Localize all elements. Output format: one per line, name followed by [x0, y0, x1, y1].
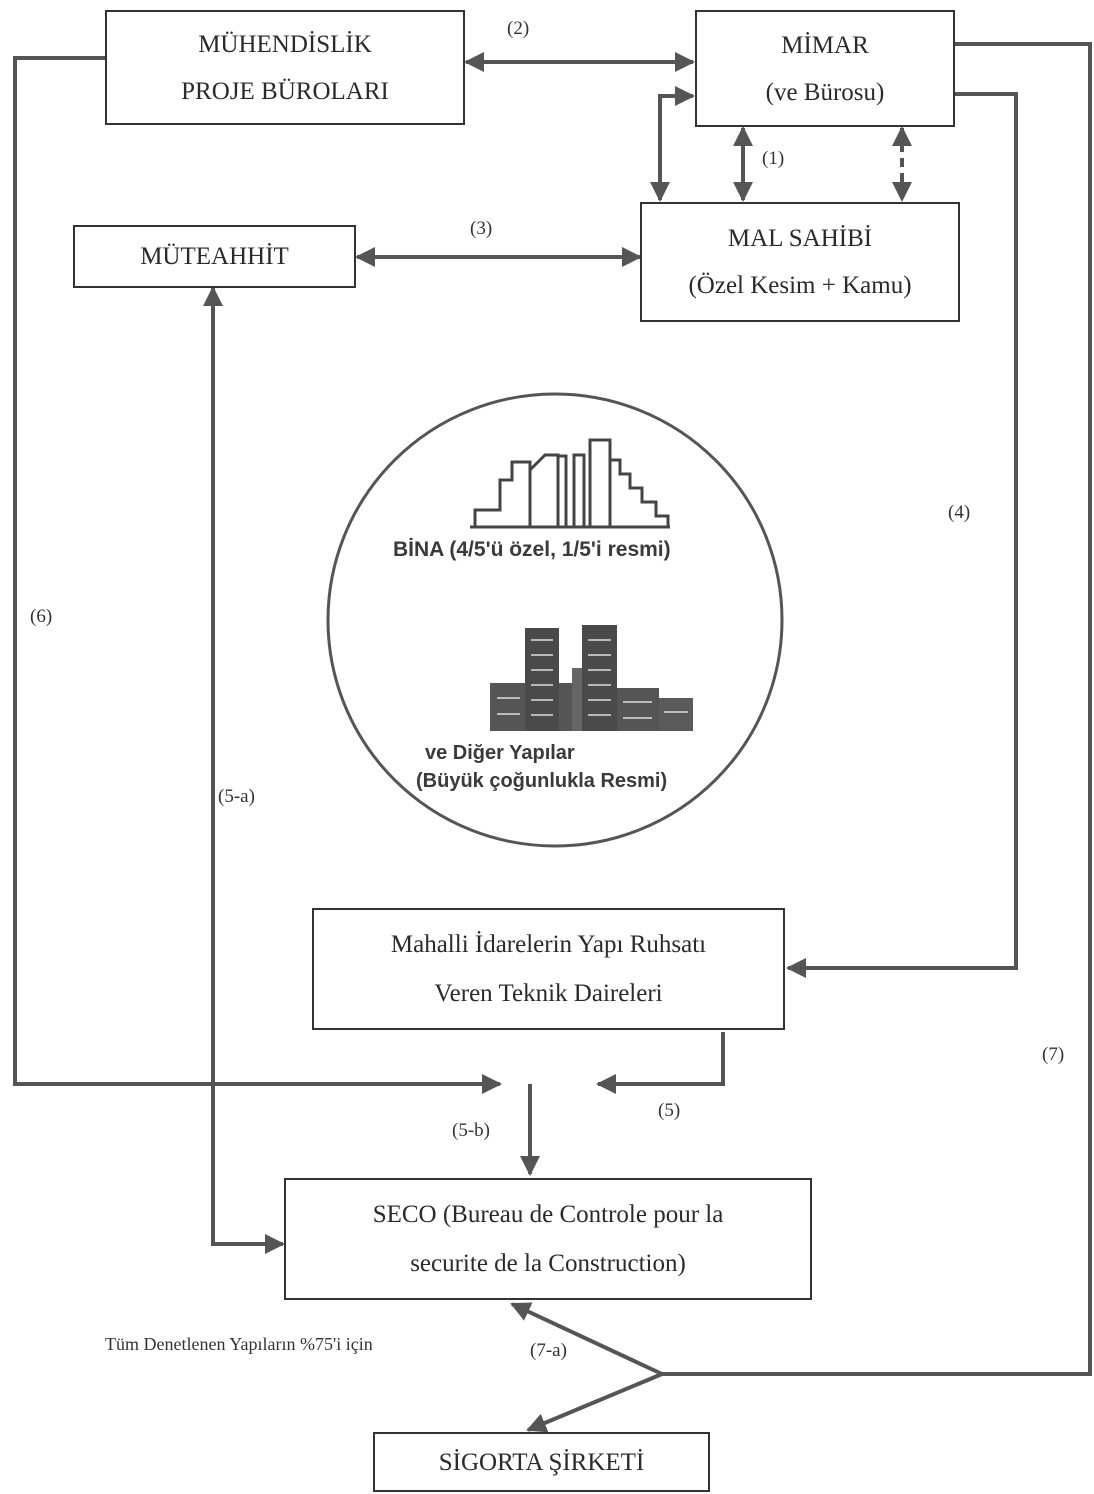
- edge-label-5a: (5-a): [218, 786, 255, 807]
- note-text: Tüm Denetlenen Yapıların %75'i için: [105, 1334, 373, 1354]
- node-mahalli-line1: Mahalli İdarelerin Yapı Ruhsatı: [390, 931, 707, 958]
- edge-4: [786, 92, 1018, 978]
- diger-yapilar-line1: ve Diğer Yapılar: [425, 742, 575, 764]
- node-mal-sahibi-line2: (Özel Kesim + Kamu): [688, 272, 912, 299]
- building-outline-icon: [470, 438, 670, 529]
- node-mimar: MİMAR (ve Bürosu): [695, 10, 955, 127]
- edge-label-2: (2): [507, 18, 530, 39]
- edge-label-5b: (5-b): [452, 1120, 490, 1141]
- node-mimar-line1: MİMAR: [781, 31, 869, 59]
- node-muhendislik-line1: MÜHENDİSLİK: [198, 30, 372, 58]
- node-mal-sahibi: MAL SAHİBİ (Özel Kesim + Kamu): [640, 202, 960, 322]
- node-mahalli-line2: Veren Teknik Daireleri: [434, 980, 663, 1007]
- center-ellipse: [326, 392, 784, 848]
- edge-label-7a: (7-a): [530, 1340, 567, 1361]
- edge-5a: [203, 286, 285, 1254]
- node-sigorta-label: SİGORTA ŞİRKETİ: [438, 1448, 645, 1476]
- node-muteahhit-label: MÜTEAHHİT: [140, 243, 289, 270]
- node-muhendislik: MÜHENDİSLİK PROJE BÜROLARI: [105, 10, 465, 125]
- node-seco: SECO (Bureau de Controle pour la securit…: [284, 1178, 812, 1300]
- edge-label-7: (7): [1042, 1044, 1065, 1065]
- edge-label-6: (6): [30, 606, 53, 627]
- node-muteahhit: MÜTEAHHİT: [73, 225, 356, 288]
- node-muhendislik-line2: PROJE BÜROLARI: [181, 77, 389, 105]
- edge-7-sigorta: [526, 1372, 663, 1433]
- bina-label: BİNA (4/5'ü özel, 1/5'i resmi): [393, 538, 671, 561]
- edge-7a: [510, 1302, 663, 1376]
- edge-5: [596, 1032, 725, 1094]
- node-sigorta: SİGORTA ŞİRKETİ: [373, 1432, 710, 1492]
- edge-label-5: (5): [658, 1100, 681, 1121]
- edge-label-1: (1): [762, 148, 785, 169]
- node-seco-line2: securite de la Construction): [410, 1250, 686, 1277]
- edge-mimar-malsahibi-left: [650, 86, 695, 202]
- node-mal-sahibi-line1: MAL SAHİBİ: [727, 225, 873, 252]
- city-skyline-icon: [490, 625, 693, 731]
- node-seco-line1: SECO (Bureau de Controle pour la: [372, 1201, 724, 1228]
- node-mimar-line2: (ve Bürosu): [765, 78, 885, 106]
- edge-label-3: (3): [470, 218, 493, 239]
- diger-yapilar-line2: (Büyük çoğunlukla Resmi): [416, 770, 668, 792]
- node-mahalli: Mahalli İdarelerin Yapı Ruhsatı Veren Te…: [312, 908, 785, 1030]
- edge-7: [662, 42, 1092, 1376]
- edge-label-4: (4): [948, 502, 971, 523]
